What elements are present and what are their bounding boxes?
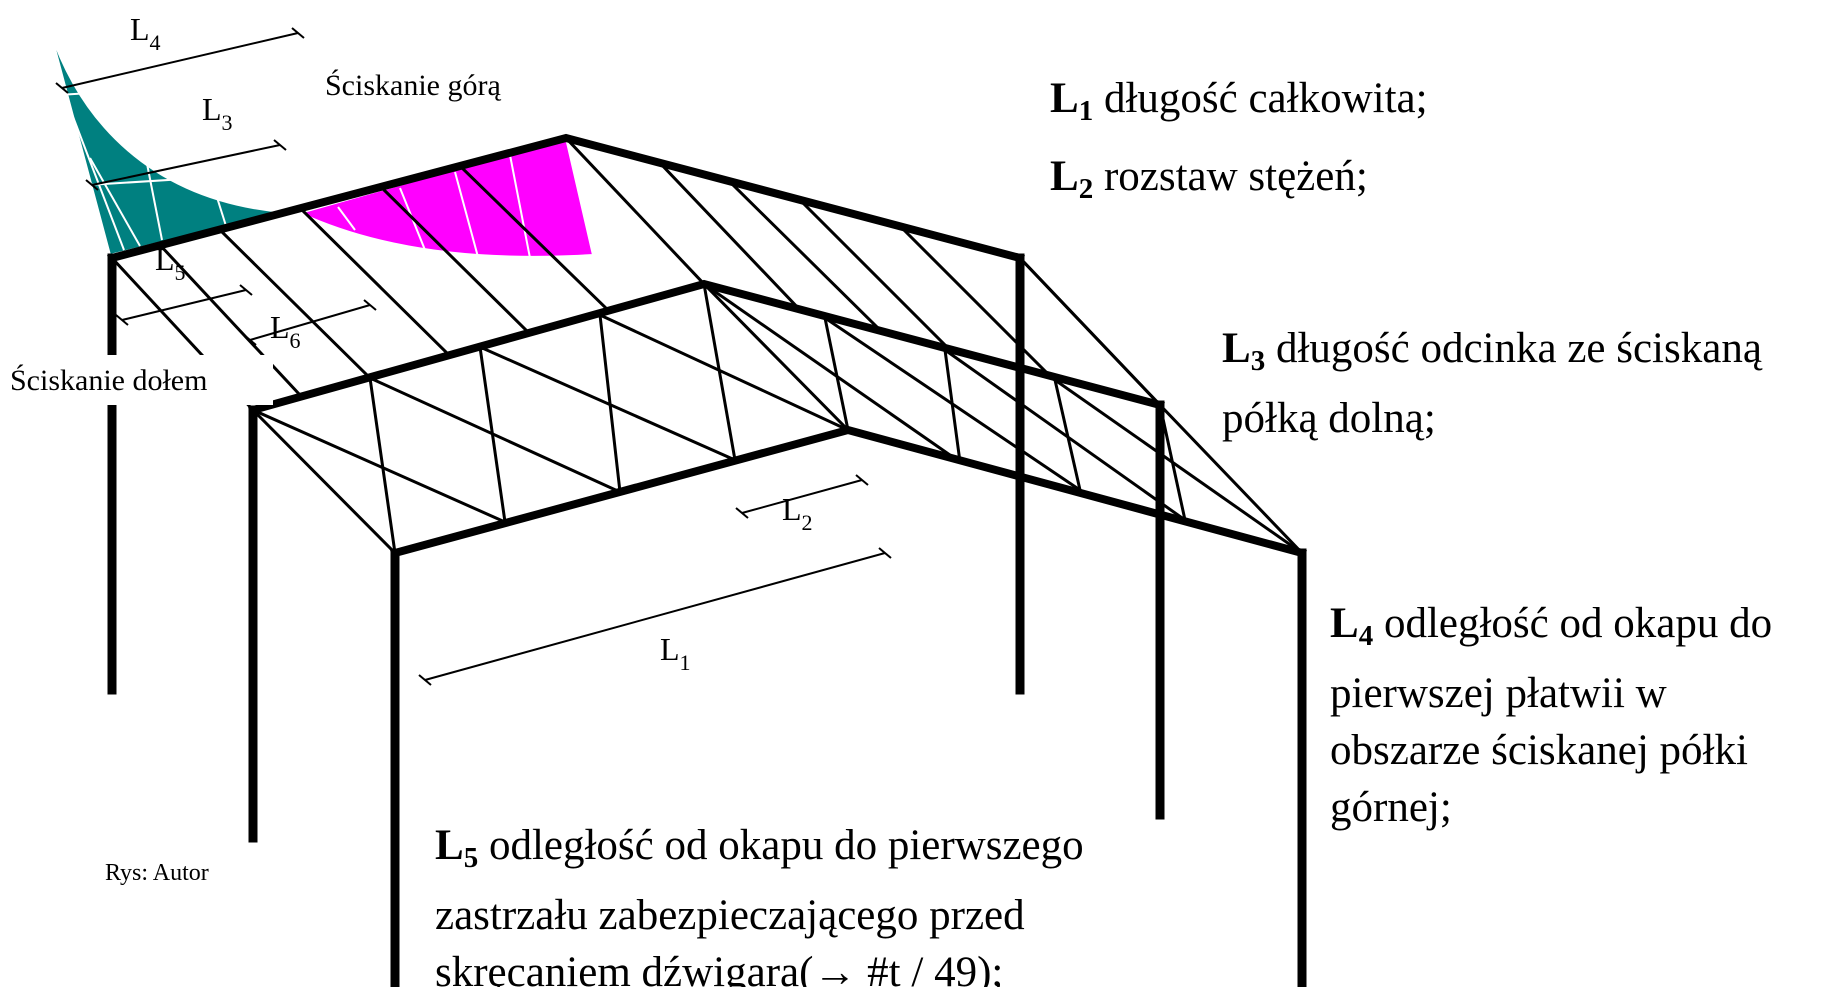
legend-L4-line-3: obszarze ściskanej półki	[1330, 727, 1748, 774]
legend-L4-line-4: górnej;	[1330, 784, 1452, 831]
dim-line-L4	[61, 32, 299, 89]
front-rafter	[390, 425, 1307, 558]
legend-L1-text: długość całkowita;	[1103, 75, 1428, 122]
legend-L1-symbol: L1	[1050, 75, 1094, 127]
label-L2: L2	[782, 491, 813, 535]
moment-area-magenta	[297, 136, 595, 258]
legend-L4: L4 odległość od okapu do pierwszej płatw…	[1330, 595, 1772, 836]
frame-structure	[107, 133, 1307, 987]
legend-L1: L1 długość całkowita;	[1050, 70, 1428, 140]
legend-L2: L2 rozstaw stężeń;	[1050, 148, 1368, 218]
dim-line-L6	[249, 304, 371, 341]
legend-L4-symbol: L4	[1330, 600, 1374, 652]
legend-L5-line-2: zastrzału zabezpieczającego przed	[435, 892, 1025, 939]
legend-L5: L5 odległość od okapu do pierwszego zast…	[435, 817, 1084, 987]
legend-L4-line-2: pierwszej płatwii w	[1330, 670, 1667, 717]
legend-L5-line-1: L5 odległość od okapu do pierwszego	[435, 822, 1084, 874]
annotation-compression-top: Ściskanie górą	[325, 69, 501, 102]
dimension-lines	[55, 27, 892, 686]
legend-L3-line-1: L3 długość odcinka ze ściskaną	[1222, 325, 1762, 377]
annotation-compression-bottom: Ściskanie dołem	[10, 364, 207, 397]
moment-diagram-teal	[49, 29, 284, 257]
dim-line-L1	[424, 552, 886, 681]
legend-L3-symbol: L3	[1222, 325, 1266, 377]
legend-L4-line-1: L4 odległość od okapu do	[1330, 600, 1773, 652]
label-L6: L6	[270, 309, 301, 353]
legend-L3: L3 długość odcinka ze ściskaną półką dol…	[1222, 320, 1762, 447]
annotation-bg	[0, 355, 273, 405]
legend-L3-line-2: półką dolną;	[1222, 395, 1436, 442]
dim-line-L5	[121, 289, 247, 321]
label-L1: L1	[660, 631, 691, 675]
legend-L2-text: rozstaw stężeń;	[1103, 153, 1368, 200]
legend-L5-line-3: skręcaniem dźwigara(→ #t / 49);	[435, 949, 1004, 987]
label-L5: L5	[155, 241, 186, 285]
dimension-labels: L4 L3 L5 L6 L2 L1	[130, 11, 813, 675]
legend-L2-symbol: L2	[1050, 153, 1094, 205]
label-L3: L3	[202, 91, 233, 135]
moment-area-teal	[49, 29, 284, 257]
dim-line-L2	[741, 479, 863, 514]
dim-line-L3	[91, 144, 281, 186]
legend-L5-symbol: L5	[435, 822, 479, 874]
ridge-line	[563, 135, 707, 287]
credit-text: Rys: Autor	[105, 860, 209, 886]
label-L4: L4	[130, 11, 161, 55]
